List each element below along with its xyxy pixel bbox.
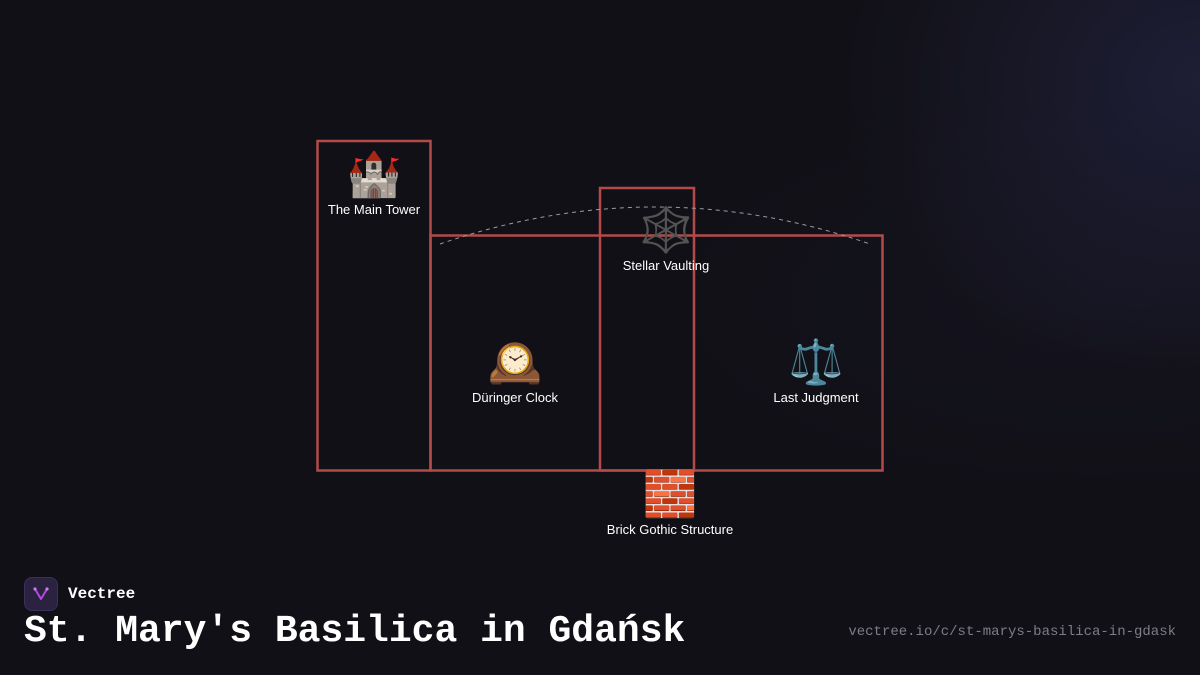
castle-icon: 🏰 [346, 150, 402, 199]
feature-duringer-clock: 🕰️ Düringer Clock [415, 338, 615, 405]
feature-last-judgment: ⚖️ Last Judgment [716, 338, 916, 405]
brick-icon: 🧱 [642, 470, 698, 519]
feature-stellar-vaulting: 🕸️ Stellar Vaulting [566, 206, 766, 273]
feature-label: Düringer Clock [472, 390, 558, 405]
feature-label: Brick Gothic Structure [606, 522, 734, 537]
vectree-logo-icon [24, 577, 58, 611]
feature-label: Stellar Vaulting [622, 258, 710, 273]
transept-outline [598, 186, 696, 472]
clock-icon: 🕰️ [487, 338, 543, 387]
feature-label: Last Judgment [773, 390, 859, 405]
web-icon: 🕸️ [638, 206, 694, 255]
feature-brick-gothic: 🧱 Brick Gothic Structure [570, 470, 770, 537]
scales-icon: ⚖️ [788, 338, 844, 387]
brand: Vectree [24, 577, 135, 611]
page-title: St. Mary's Basilica in Gdańsk [24, 610, 686, 653]
page-url: vectree.io/c/st-marys-basilica-in-gdask [848, 624, 1176, 640]
vault-arc [439, 206, 871, 245]
feature-main-tower: 🏰 The Main Tower [274, 150, 474, 217]
feature-label: The Main Tower [327, 202, 421, 217]
brand-name: Vectree [68, 585, 136, 603]
